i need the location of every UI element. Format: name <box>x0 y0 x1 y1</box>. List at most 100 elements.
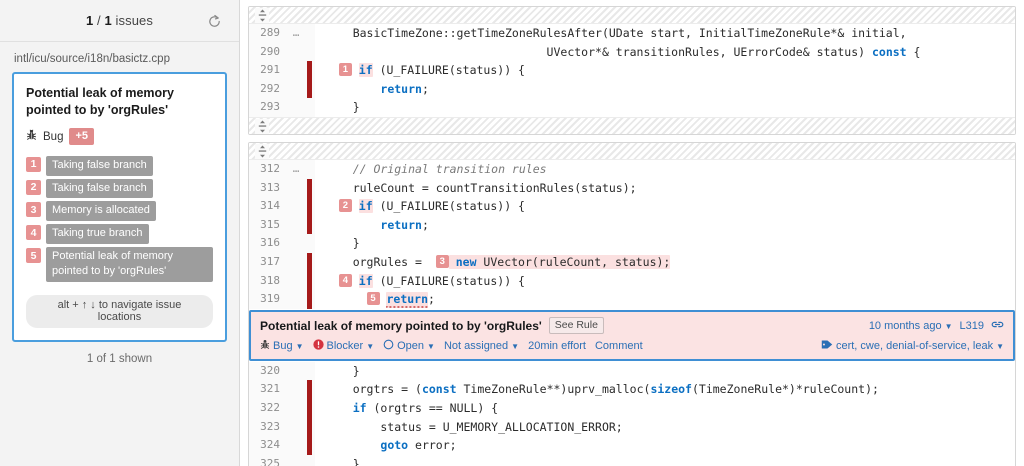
banner-row-primary: Potential leak of memory pointed to by '… <box>260 317 1004 335</box>
line-collapsed-marker <box>287 398 305 418</box>
line-collapsed-marker <box>287 234 305 253</box>
code-text: return; <box>380 81 429 96</box>
gutter-gap <box>315 98 323 117</box>
code-text: orgtrs = (const TimeZoneRule**)uprv_mall… <box>325 382 879 397</box>
gutter-gap <box>315 42 323 62</box>
line-number: 315 <box>249 215 287 235</box>
severity-label: Blocker <box>326 339 364 352</box>
flow-step-number: 1 <box>26 156 41 172</box>
issue-count-label: issues <box>111 13 153 28</box>
line-collapsed-marker <box>287 417 305 437</box>
coverage-bar <box>305 398 315 418</box>
line-collapsed-marker <box>287 98 305 117</box>
flow-marker[interactable]: 1 <box>338 63 352 77</box>
blocker-icon-svg <box>312 339 324 350</box>
issue-card[interactable]: Potential leak of memory pointed to by '… <box>12 72 227 342</box>
code-line[interactable]: 292 return; <box>249 79 1015 99</box>
assignee-dropdown[interactable]: Not assigned ▼ <box>444 340 519 352</box>
bug-icon-svg <box>27 129 36 140</box>
flow-marker[interactable]: 2 <box>338 199 352 213</box>
status-label: Open <box>397 339 425 352</box>
chevron-down-icon: ▼ <box>366 342 375 352</box>
code-text: return; <box>380 217 429 232</box>
code-line[interactable]: 322 if (orgtrs == NULL) { <box>249 398 1015 418</box>
line-collapsed-marker <box>287 215 305 235</box>
expand-above-button[interactable] <box>249 7 1015 24</box>
expand-vertical-icon-svg <box>258 120 266 133</box>
coverage-bar <box>305 234 315 253</box>
line-collapsed-marker <box>287 361 305 381</box>
code-line[interactable]: 314 2 if (U_FAILURE(status)) { <box>249 197 1015 216</box>
sidebar-footer-count: 1 of 1 shown <box>86 352 153 365</box>
line-number: 323 <box>249 417 287 437</box>
code-line[interactable]: 293 } <box>249 98 1015 117</box>
bug-icon <box>260 339 270 353</box>
link-icon-svg <box>991 321 1004 327</box>
code-line[interactable]: 323 status = U_MEMORY_ALLOCATION_ERROR; <box>249 417 1015 437</box>
code-line[interactable]: 325 } <box>249 454 1015 466</box>
comment-button[interactable]: Comment <box>594 339 643 352</box>
coverage-bar <box>305 271 315 291</box>
open-circle-icon-svg <box>383 339 394 350</box>
flow-step[interactable]: 5 Potential leak of memory pointed to by… <box>26 247 213 282</box>
see-rule-button[interactable]: See Rule <box>548 317 604 335</box>
tags-dropdown[interactable]: cert, cwe, denial-of-service, leak ▼ <box>821 339 1004 353</box>
file-path[interactable]: intl/icu/source/i18n/basictz.cpp <box>14 53 170 65</box>
line-number: 318 <box>249 271 287 291</box>
flow-step[interactable]: 2 Taking false branch <box>26 178 213 199</box>
flow-marker[interactable]: 4 <box>338 273 352 287</box>
line-number: 325 <box>249 454 287 466</box>
bug-icon <box>26 128 37 146</box>
flow-step[interactable]: 4 Taking true branch <box>26 224 213 245</box>
code-text: orgRules = 3 new UVector(ruleCount, stat… <box>325 254 671 269</box>
expand-above-button-2[interactable] <box>249 142 1015 160</box>
code-line[interactable]: 318 4 if (U_FAILURE(status)) { <box>249 271 1015 291</box>
code-text: ruleCount = countTransitionRules(status)… <box>325 180 637 195</box>
issue-age-dropdown[interactable]: 10 months ago ▼ <box>869 320 953 332</box>
code-line[interactable]: 315 return; <box>249 215 1015 235</box>
code-line[interactable]: 316 } <box>249 234 1015 253</box>
status-dropdown[interactable]: Open ▼ <box>383 339 435 353</box>
code-line[interactable]: 312 … // Original transition rules <box>249 159 1015 179</box>
gutter-gap <box>315 454 323 466</box>
code-text: if (orgtrs == NULL) { <box>352 400 499 415</box>
code-text: } <box>325 456 360 466</box>
code-line[interactable]: 324 goto error; <box>249 436 1015 455</box>
expand-below-button[interactable] <box>249 116 1015 134</box>
gutter-gap <box>315 215 323 235</box>
issue-type-label: Bug <box>43 130 64 143</box>
flow-step-label: Potential leak of memory pointed to by '… <box>46 247 213 282</box>
gutter-gap <box>315 417 323 437</box>
chevron-down-icon: ▼ <box>295 342 304 352</box>
code-text: 4 if (U_FAILURE(status)) { <box>323 272 1015 291</box>
flow-step[interactable]: 3 Memory is allocated <box>26 201 213 222</box>
flow-step-label: Memory is allocated <box>46 201 156 222</box>
refresh-icon[interactable] <box>203 10 225 32</box>
flow-marker[interactable]: 5 <box>366 292 380 306</box>
coverage-bar <box>305 454 315 466</box>
issue-card-title: Potential leak of memory pointed to by '… <box>26 86 174 117</box>
open-circle-icon <box>383 339 394 353</box>
code-line[interactable]: 291 1 if (U_FAILURE(status)) { <box>249 61 1015 80</box>
code-line[interactable]: 321 orgtrs = (const TimeZoneRule**)uprv_… <box>249 380 1015 399</box>
code-line[interactable]: 290 UVector*& transitionRules, UErrorCod… <box>249 42 1015 62</box>
code-line[interactable]: 289 … BasicTimeZone::getTimeZoneRulesAft… <box>249 24 1015 43</box>
code-line[interactable]: 313 ruleCount = countTransitionRules(sta… <box>249 178 1015 198</box>
code-line[interactable]: 320 } <box>249 361 1015 381</box>
flow-step-label: Taking false branch <box>46 178 153 199</box>
line-number: 320 <box>249 361 287 381</box>
code-line[interactable]: 319 5 return; <box>249 290 1015 309</box>
gutter-gap <box>315 159 323 179</box>
code-text: status = U_MEMORY_ALLOCATION_ERROR; <box>325 419 623 434</box>
issue-more-badge[interactable]: +5 <box>69 128 95 146</box>
issue-type-dropdown[interactable]: Bug ▼ <box>260 339 304 353</box>
code-lines-3: 320 } 321 orgtrs = (const TimeZoneRule**… <box>249 361 1015 466</box>
coverage-bar <box>305 61 315 80</box>
severity-dropdown[interactable]: Blocker ▼ <box>312 339 375 353</box>
line-collapsed-marker <box>287 79 305 99</box>
flow-marker[interactable]: 3 <box>435 254 449 268</box>
flow-step[interactable]: 1 Taking false branch <box>26 155 213 176</box>
link-icon[interactable] <box>991 317 1004 335</box>
code-line[interactable]: 317 orgRules = 3 new UVector(ruleCount, … <box>249 252 1015 272</box>
line-collapsed-marker <box>287 436 305 455</box>
